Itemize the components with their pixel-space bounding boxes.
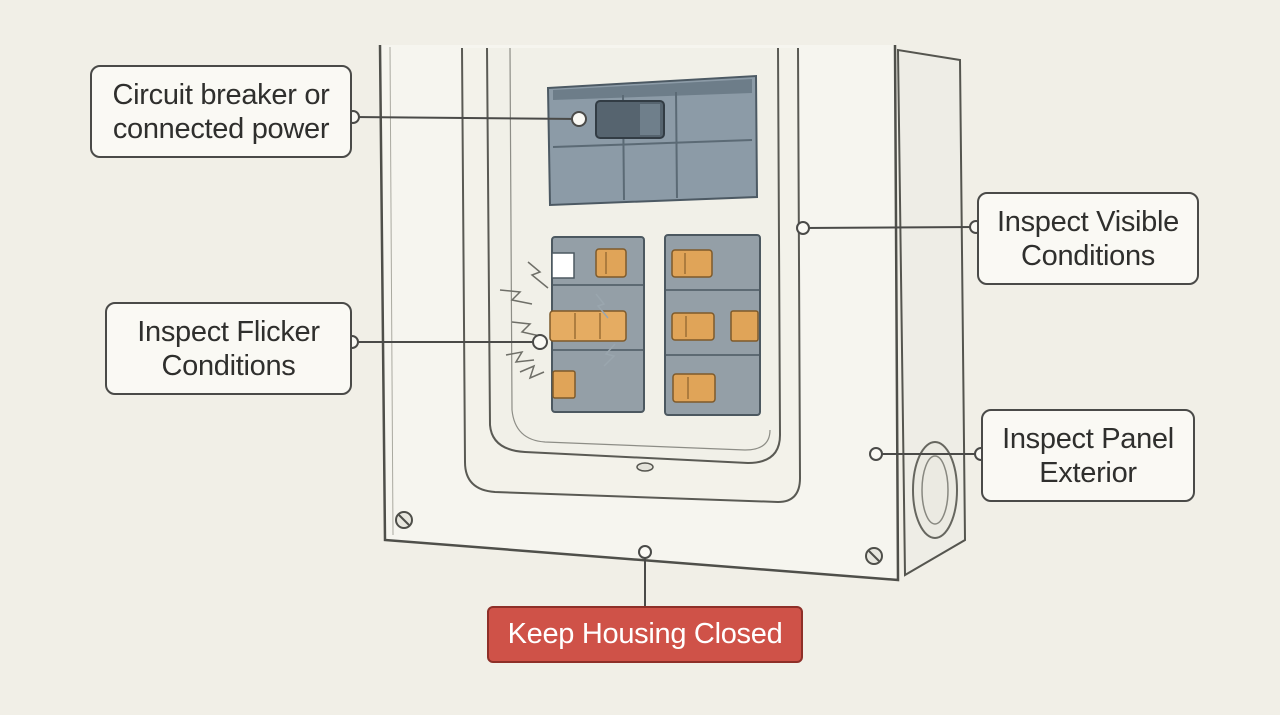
housing-side <box>896 48 967 577</box>
warning-keep-housing-closed: Keep Housing Closed <box>487 606 803 663</box>
leader-lines <box>345 110 988 608</box>
callout-line: Inspect Panel <box>1002 422 1174 455</box>
callout-inspect-visible: Inspect Visible Conditions <box>977 192 1199 285</box>
callout-line: connected power <box>112 112 330 145</box>
latch-hole <box>636 462 654 472</box>
callout-line: Inspect Visible <box>997 205 1179 238</box>
callout-line: Exterior <box>1039 456 1137 489</box>
callout-line: Inspect Flicker <box>137 315 320 348</box>
lightning-spark-icon <box>499 261 616 380</box>
screw-icon <box>395 511 883 565</box>
callout-inspect-flicker: Inspect Flicker Conditions <box>105 302 352 395</box>
knockout-icon <box>912 441 958 539</box>
callout-inspect-exterior: Inspect Panel Exterior <box>981 409 1195 502</box>
callout-circuit-breaker: Circuit breaker or connected power <box>90 65 352 158</box>
callout-line: Conditions <box>161 349 296 382</box>
callout-line: Conditions <box>1020 239 1156 272</box>
callout-line: Circuit breaker or <box>112 78 330 111</box>
